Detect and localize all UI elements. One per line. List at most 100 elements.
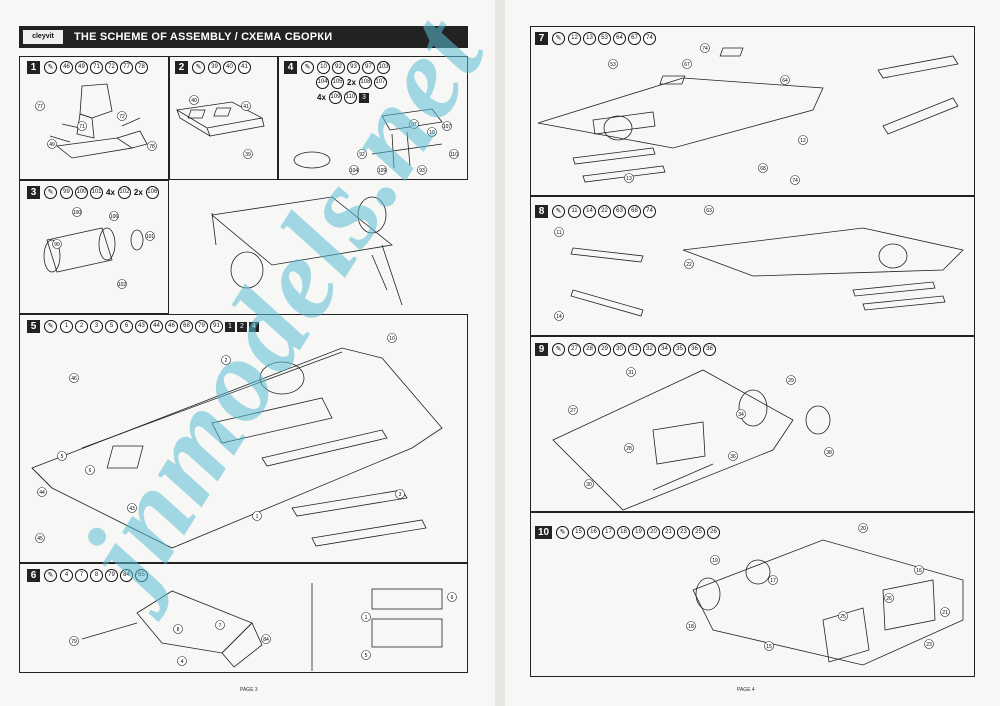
part-callout [626,367,636,377]
part-callout [147,141,157,151]
part-callout [357,149,367,159]
glue-icon: ✎ [44,569,57,582]
part-callout-label: 77 [37,104,43,110]
part-callout-label: 34 [738,412,744,418]
part-callout-label: 25 [840,614,846,620]
part-callout [584,479,594,489]
glue-icon: ✎ [44,61,57,74]
part-callout [37,487,47,497]
part-callout-label: 110 [450,152,458,158]
part-callout-label: 71 [79,124,85,130]
part-callout-label: 26 [886,596,892,602]
part-callout [69,636,79,646]
part-callout [568,405,578,415]
part-number: 20 [647,526,660,539]
part-callout [924,639,934,649]
part-callout-label: 40 [191,98,197,104]
part-number: 32 [643,343,656,356]
part-callout [252,511,262,521]
step-5-panel [19,314,468,563]
step-number: 5 [27,320,40,333]
glue-icon: ✎ [301,61,314,74]
part-callout [221,355,231,365]
part-number: 74 [643,205,656,218]
step-4-header: 4 ✎ 10 92 93 97 103 [284,61,390,74]
part-number: 46 [60,61,73,74]
quantity-label: 2x [133,188,143,197]
part-number: 106 [145,186,159,199]
step-3-panel [19,180,169,314]
part-callout [241,101,251,111]
part-callout [764,641,774,651]
step-6-header: 6 ✎ 4 7 8 79 84 65 [27,569,148,582]
part-number: 104 [316,76,329,89]
part-callout-label: 99 [54,242,60,248]
part-callout [884,593,894,603]
step-number: 2 [175,61,188,74]
part-callout-label: 93 [419,168,425,174]
part-number: 79 [195,320,208,333]
part-callout-label: 45 [37,536,43,542]
part-callout-label: 23 [926,642,932,648]
part-callout-label: 5 [61,454,64,460]
part-number: 49 [75,61,88,74]
part-number: 12 [568,32,581,45]
part-number: 99 [60,186,73,199]
quantity-label: 4x [317,93,326,102]
fuselage-exploded-drawing [211,196,403,306]
step-4-engine-drawing: 92 104 97 10 107 93 109 110 [293,108,459,175]
part-number: 105 [331,76,344,89]
part-callout-label: 10 [389,336,395,342]
part-callout-label: 49 [49,142,55,148]
part-number: 18 [617,526,630,539]
part-callout-label: 20 [860,526,866,532]
part-callout-label: 13 [626,176,632,182]
part-number: 92 [332,61,345,74]
part-callout [624,443,634,453]
part-callout [768,575,778,585]
part-callout-label: 1 [365,615,368,621]
part-callout [145,231,155,241]
part-number: 64 [613,32,626,45]
part-number: 68 [628,205,641,218]
part-callout-label: 3 [399,492,402,498]
part-number: 29 [598,343,611,356]
part-number: 74 [643,32,656,45]
subassembly-box: 1 [225,321,235,332]
step-4-panel [278,56,468,180]
part-callout-label: 43 [129,506,135,512]
step-9-header: 9 ✎ 27 28 29 30 31 32 34 35 36 38 [535,343,716,356]
part-callout-label: 39 [245,152,251,158]
part-number: 103 [377,61,390,74]
part-callout-label: 19 [712,558,718,564]
part-callout [177,656,187,666]
part-number: 2 [75,320,88,333]
step-4-parts-line-3: 4x 109 110 3 [316,91,369,104]
part-number: 27 [568,343,581,356]
glue-icon: ✎ [556,526,569,539]
part-callout [85,465,95,475]
part-callout-label: 68 [760,166,766,172]
step-9-nacelle-drawing: 31 27 28 34 29 38 30 36 [552,367,834,511]
step-number: 1 [27,61,40,74]
part-number: 10 [317,61,330,74]
part-callout [361,650,371,660]
part-number: 101 [90,186,103,199]
part-number: 40 [223,61,236,74]
part-number: 19 [632,526,645,539]
part-callout [554,227,564,237]
part-callout [427,127,437,137]
step-8-wing-drawing: 63 68 74 11 14 22 [554,163,964,321]
part-callout-label: 72 [119,114,125,120]
part-number: 102 [117,186,131,199]
part-callout [117,279,127,289]
part-callout [395,489,405,499]
part-callout-label: 106 [110,214,119,220]
part-callout [109,211,119,221]
part-number: 107 [373,76,387,89]
step-3-nozzle-drawing: 100 99 101 102 106 [43,207,155,289]
part-callout [682,59,692,69]
quantity-label: 2x [347,78,356,87]
subassembly-box: 4 [249,321,259,332]
part-callout [704,205,714,215]
